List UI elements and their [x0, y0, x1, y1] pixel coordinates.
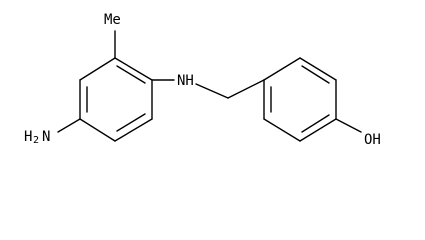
ring-bond [263, 118, 301, 142]
nh-to-ch2-bond [195, 83, 229, 99]
ring-double-bond [301, 65, 330, 84]
ring-double-bond [116, 113, 146, 132]
ring-double-bond [301, 114, 330, 133]
ring-double-bond [116, 65, 146, 84]
nh-label: NH [177, 73, 194, 89]
ring-to-nh2-bond [57, 118, 81, 133]
oh-label: OH [364, 132, 381, 148]
ring-to-oh-bond [335, 118, 362, 133]
ring-bond [299, 57, 337, 81]
ring-bond [114, 57, 153, 81]
nh2-n-label: N [42, 129, 50, 145]
ch2-to-ring-bond [227, 79, 265, 99]
nh2-subscript-2: 2 [33, 135, 39, 146]
chemical-structure-diagram: Me NH OH H 2 N [24, 12, 381, 148]
ring-bond [114, 118, 153, 142]
left-benzene-ring [79, 57, 153, 142]
methyl-label: Me [104, 12, 121, 28]
ring-bond [299, 118, 337, 142]
nh2-h-label: H [24, 129, 32, 145]
ring-bond [263, 57, 301, 81]
ring-bond [79, 57, 116, 81]
ring-bond [79, 118, 116, 142]
right-benzene-ring [263, 57, 337, 142]
